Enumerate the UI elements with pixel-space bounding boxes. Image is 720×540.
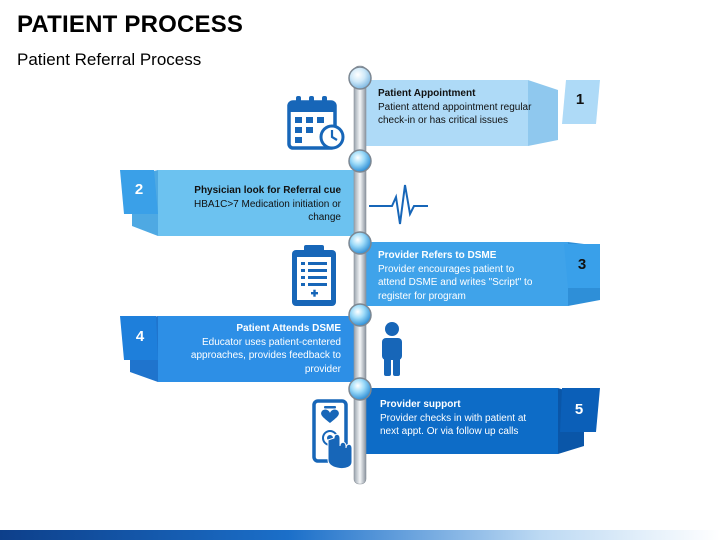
step4-number: 4 [135,328,145,345]
step4-line-2: approaches, provides feedback to [190,350,341,361]
step3-title: Provider Refers to DSME [378,250,497,261]
calendar-clock-icon [287,96,345,150]
timeline-knob-5 [348,377,372,401]
step1-number: 1 [575,91,585,108]
footer-gradient-bar [0,530,720,540]
step5-title: Provider support [380,399,461,410]
step3-line-3: register for program [378,290,466,302]
step5-number-tab [560,388,600,432]
person-icon [382,322,402,376]
step5-number: 5 [574,401,584,418]
step1-title: Patient Appointment [378,88,476,99]
step2-number-tab [120,170,158,214]
step4-line-1: Educator uses patient-centered [202,336,341,348]
step3-number: 3 [577,256,587,273]
step3-banner [360,242,568,306]
timeline-knob-4 [348,303,372,327]
timeline-knob-2 [348,149,372,173]
step4-text: Patient Attends DSME Educator uses patie… [160,322,341,376]
step1-banner-tail [528,80,558,146]
page-subtitle: Patient Referral Process [17,50,202,69]
step1-banner [360,80,528,146]
step4-line-3: provider [304,363,341,375]
step5-line-1: Provider checks in with patient at [380,412,527,424]
step4-title: Patient Attends DSME [236,323,341,334]
step4-number-tab [120,316,158,360]
step5-banner [360,388,558,454]
step1-line-2: check-in or has critical issues [378,115,509,126]
phone-touch-heart-icon [312,399,353,469]
step3-text: Provider Refers to DSME Provider encoura… [378,249,563,303]
step2-banner [158,170,360,236]
timeline-knob-1 [348,66,372,90]
step2-line-1: HBA1C>7 Medication initiation or [193,198,341,210]
step5-line-2: next appt. Or via follow up calls [380,426,519,437]
step2-title: Physician look for Referral cue [194,185,341,196]
step2-line-2: change [308,212,341,223]
step3-line-2: attend DSME and writes "Script" to [378,277,533,288]
step1-line-1: Patient attend appointment regular [378,101,532,113]
step4-banner [158,316,360,382]
heartbeat-line-icon [369,184,428,225]
step1-number-tab [562,80,600,124]
step2-text: Physician look for Referral cue HBA1C>7 … [160,184,341,225]
timeline-knob-3 [348,231,372,255]
step3-number-tab [564,244,600,288]
step5-text: Provider support Provider checks in with… [380,398,555,439]
timeline-pole [353,65,367,485]
step3-line-1: Provider encourages patient to [378,263,515,275]
step2-number: 2 [134,181,144,198]
clipboard-checklist-icon [292,245,336,306]
page-title: PATIENT PROCESS [17,11,244,38]
step1-text: Patient Appointment Patient attend appoi… [378,87,553,128]
